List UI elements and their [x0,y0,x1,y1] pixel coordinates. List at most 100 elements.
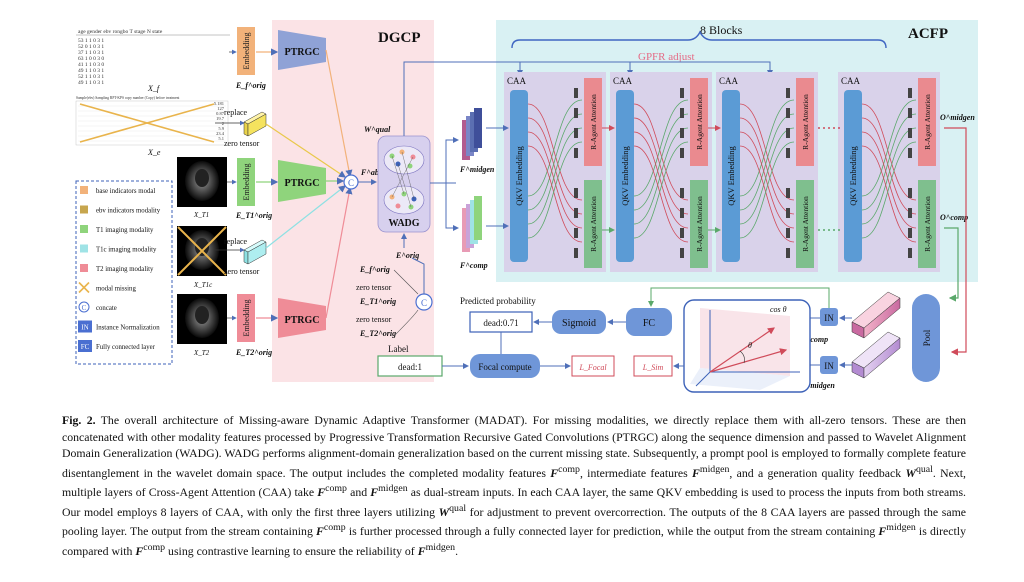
qkv-token-comp [908,188,912,198]
svg-text:cos θ: cos θ [770,305,787,314]
qkv-cross-link [739,131,795,229]
svg-text:θ: θ [748,341,752,350]
ragent-label: R-Agent Attention [923,94,932,150]
et1-label: E_T1^orig [235,211,272,220]
qkv-cross-link [633,99,689,197]
ragent-label: R-Agent Attention [923,196,932,252]
svg-text:zero tensor: zero tensor [356,315,392,324]
ptrgc-t1: PTRGC [278,160,326,202]
embedding-f: Embedding [237,27,255,75]
comp-bar [851,291,901,339]
svg-text:dead:0.71: dead:0.71 [483,318,518,328]
zero-tensor-t1c [243,239,267,265]
fabs-label: F^abs [360,168,382,177]
qkv-token-midgen [574,88,578,98]
svg-text:IN: IN [824,313,834,323]
svg-text:PTRGC: PTRGC [285,47,320,58]
blocks-brace [511,30,887,49]
legend-label: base indicators modal [96,188,155,195]
qkv-cross-link [739,141,795,239]
label-box: dead:1 [377,355,443,377]
fcomp-tensor [462,196,482,252]
ragent-label: R-Agent Attention [695,94,704,150]
dgcp-title: DGCP [378,30,421,46]
xt1-label: X_T1 [193,211,209,219]
qkv-token-midgen [786,108,790,118]
qkv-cross-link [861,113,917,211]
table-row: 49 1 1 0 3 1 [78,68,104,74]
caa-label: CAA [719,76,739,86]
architecture-diagram: DGCP ACFP 8 Blocks GPFR adjust age gende… [75,20,978,393]
qkv-cross-link [633,117,689,215]
caa-label: CAA [507,76,527,86]
qkv-cross-link [527,117,583,215]
qkv-embedding [722,90,740,262]
fc-block: FC [626,308,672,336]
ptrgc-f: PTRGC [278,30,326,70]
gpfr-label: GPFR adjust [638,51,695,63]
legend-cross-b [78,281,90,294]
omidgen-label: O^midgen [800,381,835,390]
svg-text:Embedding: Embedding [242,164,251,201]
ebv-value: 2 [222,121,224,126]
table-row: 52 1 1 0 3 1 [78,74,104,80]
table-row: 52 0 1 0 3 1 [78,44,104,50]
svg-text:Sigmoid: Sigmoid [562,318,596,329]
t1c-cross-b [177,226,227,276]
qkv-cross-link [739,117,795,215]
ragent-attention-midgen [690,78,708,166]
qkv-cross-link [739,103,795,201]
qkv-token-comp [574,228,578,238]
qkv-token-midgen [908,88,912,98]
legend-swatch [80,244,88,253]
qkv-token-midgen [574,108,578,118]
svg-text:Pool: Pool [922,329,932,346]
caa-label: CAA [841,76,861,86]
ragent-attention-comp [796,180,814,268]
qkv-token-midgen [574,128,578,138]
qkv-cross-link [633,131,689,229]
legend-symbol-box [78,320,92,333]
fcomp-label: F^comp [459,261,488,270]
legend-label: concate [96,305,117,312]
qkv-cross-link [633,127,689,225]
qkv-cross-link [739,145,795,243]
qkv-label: QKV Embedding [848,145,858,205]
qkv-label: QKV Embedding [620,145,630,205]
qkv-token-midgen [680,148,684,158]
legend-label: modal missing [96,286,136,293]
embedding-t1: Embedding [237,158,255,206]
svg-text:Embedding: Embedding [242,33,251,70]
qkv-cross-link [527,141,583,239]
qkv-cross-link [633,145,689,243]
focal-loss-box: L_Focal [571,355,615,377]
legend-label: ebv indicators modality [96,208,161,215]
xf-label: X_f [147,84,161,93]
svg-text:FC: FC [643,318,656,329]
svg-text:L_Sim: L_Sim [642,363,664,372]
prediction-box: dead:0.71 [469,311,533,333]
svg-text:E_T1^orig: E_T1^orig [359,297,396,306]
qkv-token-comp [574,188,578,198]
qkv-cross-link [527,127,583,225]
ebv-value: 127 [217,106,225,111]
pred-prob-label: Predicted probability [460,296,536,306]
legend-label: T1c imaging modality [96,247,157,254]
wqual-label: W^qual [364,125,391,134]
legend-swatch [80,205,88,214]
svg-text:E_f^orig: E_f^orig [359,265,390,274]
qkv-cross-link [861,141,917,239]
zero-tensor-ebv [243,111,267,137]
qkv-token-midgen [786,148,790,158]
qkv-token-comp [574,208,578,218]
sigmoid-block: Sigmoid [552,310,606,334]
legend-swatch [80,264,88,272]
cosine-similarity-box: θ cos θ [683,299,811,393]
qkv-token-midgen [908,148,912,158]
qkv-token-comp [786,248,790,258]
qkv-cross-link [739,99,795,197]
qkv-cross-link [861,127,917,225]
